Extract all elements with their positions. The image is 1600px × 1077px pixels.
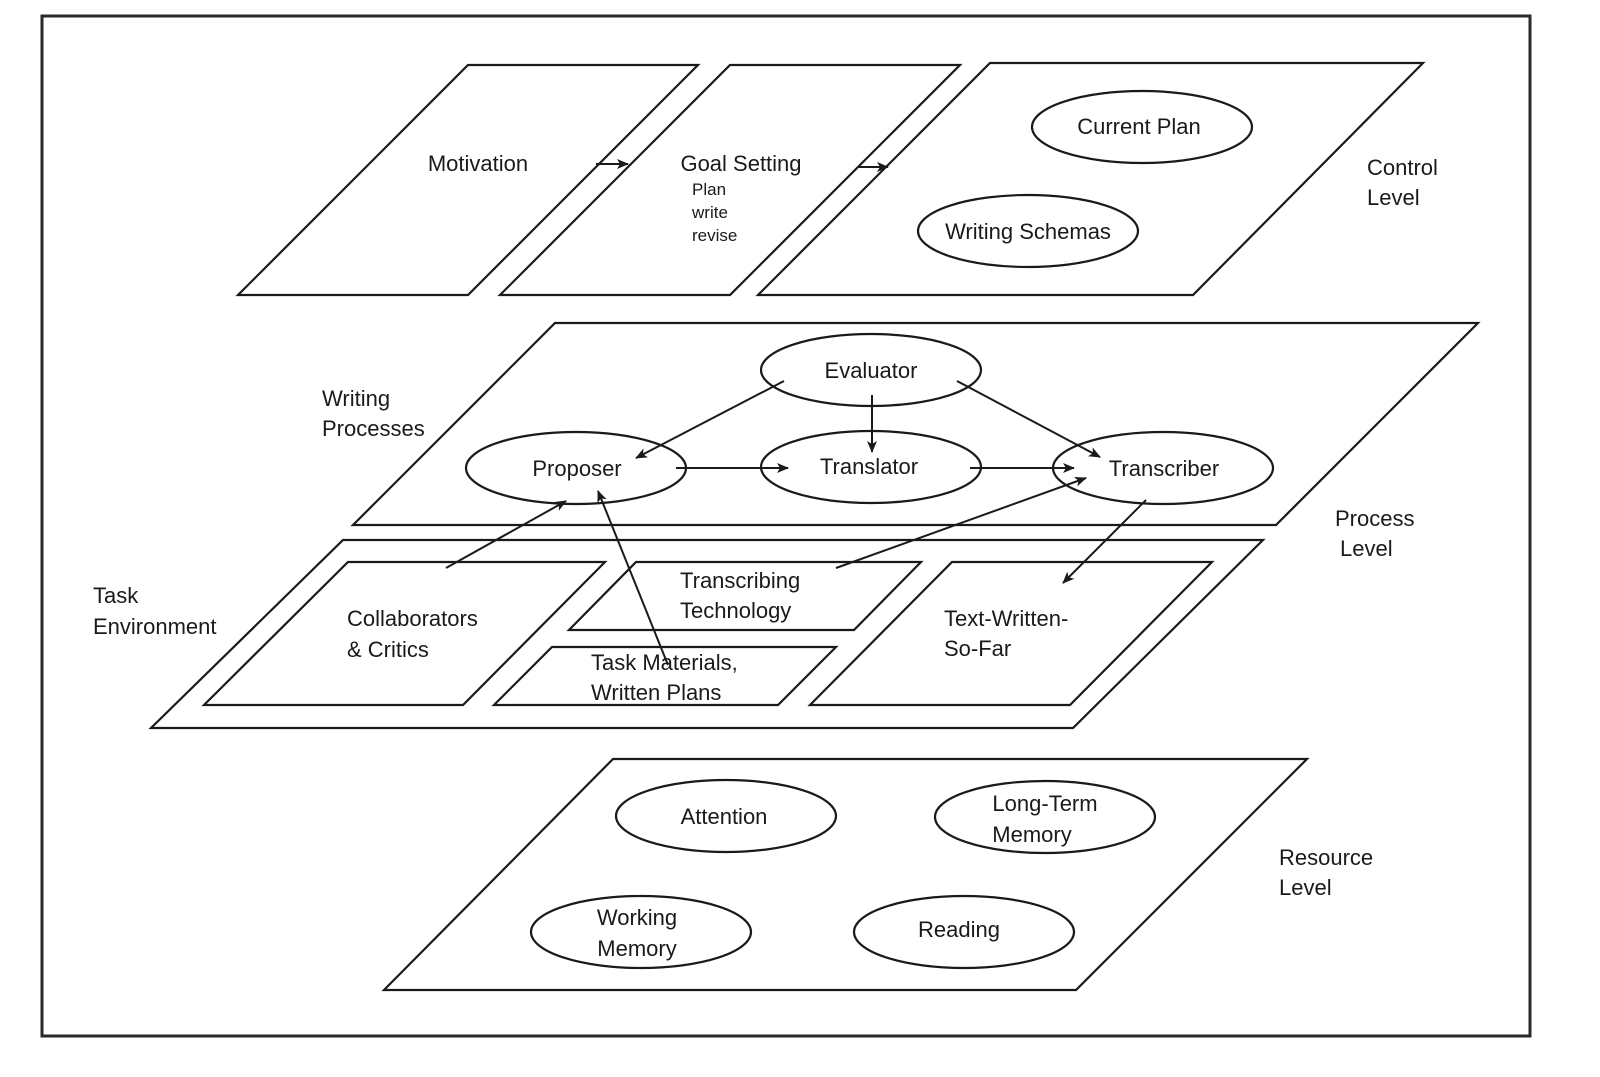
- goal-setting-label: Goal Setting: [680, 151, 801, 176]
- reading-node: [852, 894, 1076, 970]
- collaborators-box: [201, 560, 608, 707]
- task-environment-label: Environment: [93, 614, 217, 639]
- arrow-evaluator-proposer: [635, 380, 785, 459]
- task-environment-label: Task: [93, 583, 139, 608]
- goal-item: Plan: [692, 180, 726, 199]
- process-level-label: Process: [1335, 506, 1414, 531]
- collaborators-label: Collaborators: [347, 606, 478, 631]
- writing-processes: Writing Processes Evaluator Proposer Tra…: [322, 321, 1481, 561]
- task-environment: Task Environment Collaborators & Critics…: [93, 477, 1266, 730]
- current-plan-label: Current Plan: [1077, 114, 1201, 139]
- text-written-label: Text-Written-: [944, 606, 1068, 631]
- writing-processes-label: Writing: [322, 386, 390, 411]
- attention-node: [614, 778, 838, 854]
- arrow-task-materials-proposer: [597, 490, 669, 666]
- writing-schemas-label: Writing Schemas: [945, 219, 1111, 244]
- resource-level-label: Resource: [1279, 845, 1373, 870]
- motivation-plane: [235, 63, 701, 297]
- goal-item: write: [691, 203, 728, 222]
- long-term-memory-node: [933, 779, 1157, 855]
- transcribing-technology-label: Transcribing: [680, 568, 800, 593]
- arrow-evaluator-transcriber: [956, 380, 1101, 458]
- long-term-memory-label: Long-Term: [992, 791, 1097, 816]
- transcriber-label: Transcriber: [1109, 456, 1219, 481]
- evaluator-label: Evaluator: [825, 358, 918, 383]
- goal-setting-plane: [497, 63, 963, 297]
- process-level-label: Level: [1340, 536, 1393, 561]
- current-plan-node: [1030, 89, 1254, 165]
- resource-level: Attention Long-Term Memory Working Memor…: [381, 757, 1373, 992]
- arrow-transcriber-text-written: [1062, 499, 1147, 584]
- working-memory-label: Working: [597, 905, 677, 930]
- control-level-label: Control: [1367, 155, 1438, 180]
- reading-label: Reading: [918, 917, 1000, 942]
- text-written-box: [807, 560, 1215, 707]
- control-level: Motivation Goal Setting Plan write revis…: [235, 61, 1438, 297]
- writing-processes-label: Processes: [322, 416, 425, 441]
- text-written-label: So-Far: [944, 636, 1011, 661]
- long-term-memory-label: Memory: [992, 822, 1071, 847]
- motivation-label: Motivation: [428, 151, 528, 176]
- working-memory-label: Memory: [597, 936, 676, 961]
- task-materials-box: [491, 645, 839, 707]
- arrow-transcribing-transcriber: [835, 477, 1087, 569]
- goal-item: revise: [692, 226, 737, 245]
- working-memory-node: [529, 894, 753, 970]
- translator-label: Translator: [820, 454, 918, 479]
- collaborators-label: & Critics: [347, 637, 429, 662]
- resource-level-label: Level: [1279, 875, 1332, 900]
- transcribing-technology-box: [566, 560, 924, 632]
- proposer-label: Proposer: [532, 456, 621, 481]
- writing-schemas-node: [916, 193, 1140, 269]
- task-materials-label: Written Plans: [591, 680, 721, 705]
- attention-label: Attention: [681, 804, 768, 829]
- arrow-collaborators-proposer: [445, 500, 567, 569]
- transcribing-technology-label: Technology: [680, 598, 791, 623]
- control-level-label: Level: [1367, 185, 1420, 210]
